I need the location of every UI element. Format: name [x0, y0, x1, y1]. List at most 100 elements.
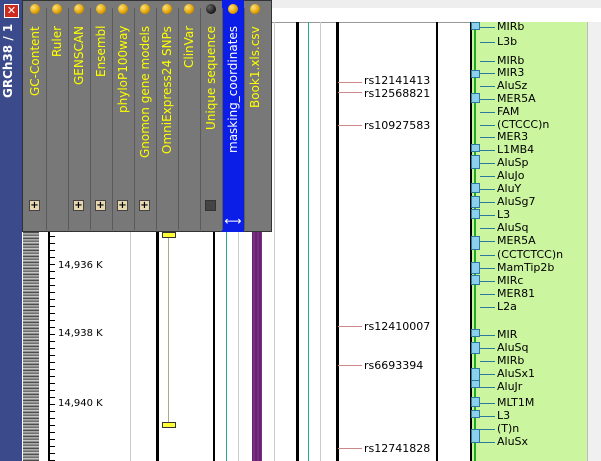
gene-model-cap[interactable]: [162, 232, 176, 238]
track-toggle-omniexpress24-snps[interactable]: OmniExpress24 SNPs: [156, 0, 178, 232]
track-visibility-dot-icon[interactable]: [250, 4, 260, 14]
repeat-label[interactable]: L3: [497, 409, 511, 422]
track-toggle-gc-content[interactable]: GC-Content+: [24, 0, 46, 232]
repeat-label[interactable]: FAM: [497, 105, 520, 118]
track-toggle-phylop100way[interactable]: phyloP100way+: [112, 0, 134, 232]
repeat-label[interactable]: MIR: [497, 328, 518, 341]
repeat-feature[interactable]: [471, 410, 480, 418]
snp-label[interactable]: rs12410007: [364, 320, 431, 333]
repeat-label[interactable]: MamTip2b: [497, 261, 555, 274]
track-visibility-dot-icon[interactable]: [140, 4, 150, 14]
track-toggle-ensembl[interactable]: Ensembl+: [90, 0, 112, 232]
repeat-label[interactable]: AluY: [497, 182, 522, 195]
track-toggle-genscan[interactable]: GENSCAN+: [68, 0, 90, 232]
repeat-label[interactable]: AluSp: [497, 156, 529, 169]
repeat-connector: [480, 73, 495, 74]
repeat-label[interactable]: AluSg7: [497, 195, 536, 208]
expand-plus-icon[interactable]: +: [29, 200, 40, 211]
track-toggle-clinvar[interactable]: ClinVar: [178, 0, 200, 232]
repeat-label[interactable]: L2a: [497, 300, 517, 313]
repeat-label[interactable]: L3: [497, 208, 511, 221]
track-visibility-dot-icon[interactable]: [162, 4, 172, 14]
track-toggle-book1-xls-csv[interactable]: Book1.xls.csv: [244, 0, 266, 232]
track-visibility-dot-icon[interactable]: [184, 4, 194, 14]
repeat-label[interactable]: (CTCCC)n: [497, 118, 550, 131]
track-toggle-gnomon-gene-models[interactable]: Gnomon gene models+: [134, 0, 156, 232]
repeat-label[interactable]: L3b: [497, 35, 518, 48]
repeat-feature[interactable]: [471, 183, 480, 193]
track-toggle-masking-coordinates[interactable]: masking_coordinates⟷: [222, 0, 244, 232]
repeat-connector: [480, 268, 495, 269]
repeat-label[interactable]: MER5A: [497, 92, 536, 105]
repeat-label[interactable]: MIRb: [497, 54, 525, 67]
checkbox-square-icon[interactable]: [205, 200, 216, 211]
repeat-feature[interactable]: [471, 329, 480, 337]
repeat-feature[interactable]: [471, 342, 480, 354]
gene-model-cap[interactable]: [162, 422, 176, 428]
snp-label[interactable]: rs12568821: [364, 87, 431, 100]
expand-plus-icon[interactable]: +: [95, 200, 106, 211]
snp-marker[interactable]: [338, 125, 362, 126]
repeat-label[interactable]: AluSz: [497, 79, 528, 92]
repeat-feature[interactable]: [471, 22, 480, 30]
repeat-feature[interactable]: [471, 209, 480, 219]
snp-label[interactable]: rs12141413: [364, 74, 431, 87]
repeat-label[interactable]: MIR3: [497, 66, 525, 79]
repeat-label[interactable]: AluSq: [497, 341, 529, 354]
repeat-feature[interactable]: [471, 236, 480, 250]
repeat-connector: [480, 112, 495, 113]
track-toggle-unique-sequence[interactable]: Unique sequence: [200, 0, 222, 232]
repeat-feature[interactable]: [471, 196, 480, 208]
repeat-feature[interactable]: [471, 144, 480, 152]
snp-label[interactable]: rs10927583: [364, 119, 431, 132]
repeat-label[interactable]: L1MB4: [497, 143, 535, 156]
repeat-label[interactable]: AluJr: [497, 380, 523, 393]
repeat-label[interactable]: AluSx: [497, 435, 529, 448]
vertical-scrollbar[interactable]: [587, 22, 601, 461]
repeat-feature[interactable]: [471, 93, 480, 103]
track-visibility-dot-icon[interactable]: [74, 4, 84, 14]
close-icon[interactable]: ✕: [4, 4, 19, 18]
repeat-feature[interactable]: [471, 155, 480, 169]
snp-marker[interactable]: [338, 82, 362, 83]
track-toggle-ruler[interactable]: Ruler: [46, 0, 68, 232]
expand-plus-icon[interactable]: +: [73, 200, 84, 211]
snp-label[interactable]: rs6693394: [364, 359, 424, 372]
repeat-label[interactable]: (CCTCTCC)n: [497, 248, 564, 261]
repeat-feature[interactable]: [471, 429, 480, 443]
repeat-label[interactable]: MLT1M: [497, 396, 535, 409]
snp-marker[interactable]: [338, 365, 362, 366]
snp-marker[interactable]: [338, 326, 362, 327]
resize-arrows-icon[interactable]: ⟷: [224, 214, 242, 228]
repeat-label[interactable]: MIRb: [497, 354, 525, 367]
repeat-label[interactable]: MIRc: [497, 274, 524, 287]
repeat-label[interactable]: AluJo: [497, 169, 525, 182]
repeat-feature[interactable]: [471, 397, 480, 407]
repeat-label[interactable]: AluSx1: [497, 367, 536, 380]
repeat-label[interactable]: MIRb: [497, 20, 525, 33]
repeat-label[interactable]: MER81: [497, 287, 536, 300]
snp-marker[interactable]: [338, 448, 362, 449]
repeat-label[interactable]: MER5A: [497, 234, 536, 247]
track-visibility-dot-icon[interactable]: [228, 4, 238, 14]
expand-plus-icon[interactable]: +: [139, 200, 150, 211]
track-visibility-dot-icon[interactable]: [30, 4, 40, 14]
repeat-label[interactable]: AluSq: [497, 221, 529, 234]
genome-build-label[interactable]: GRCh38 / 1: [1, 24, 15, 99]
track-divider: [213, 22, 215, 461]
expand-plus-icon[interactable]: +: [117, 200, 128, 211]
track-visibility-dot-icon[interactable]: [206, 4, 216, 14]
track-visibility-dot-icon[interactable]: [96, 4, 106, 14]
repeat-feature[interactable]: [471, 262, 480, 274]
column-separator: [112, 8, 113, 230]
ruler-tick: [50, 257, 55, 258]
repeat-label[interactable]: (T)n: [497, 422, 520, 435]
snp-label[interactable]: rs12741828: [364, 442, 431, 455]
repeat-feature[interactable]: [471, 275, 480, 285]
track-visibility-dot-icon[interactable]: [118, 4, 128, 14]
repeat-label[interactable]: MER3: [497, 130, 529, 143]
snp-marker[interactable]: [338, 92, 362, 93]
repeat-feature[interactable]: [471, 70, 480, 78]
track-visibility-dot-icon[interactable]: [52, 4, 62, 14]
repeat-feature[interactable]: [471, 380, 480, 388]
